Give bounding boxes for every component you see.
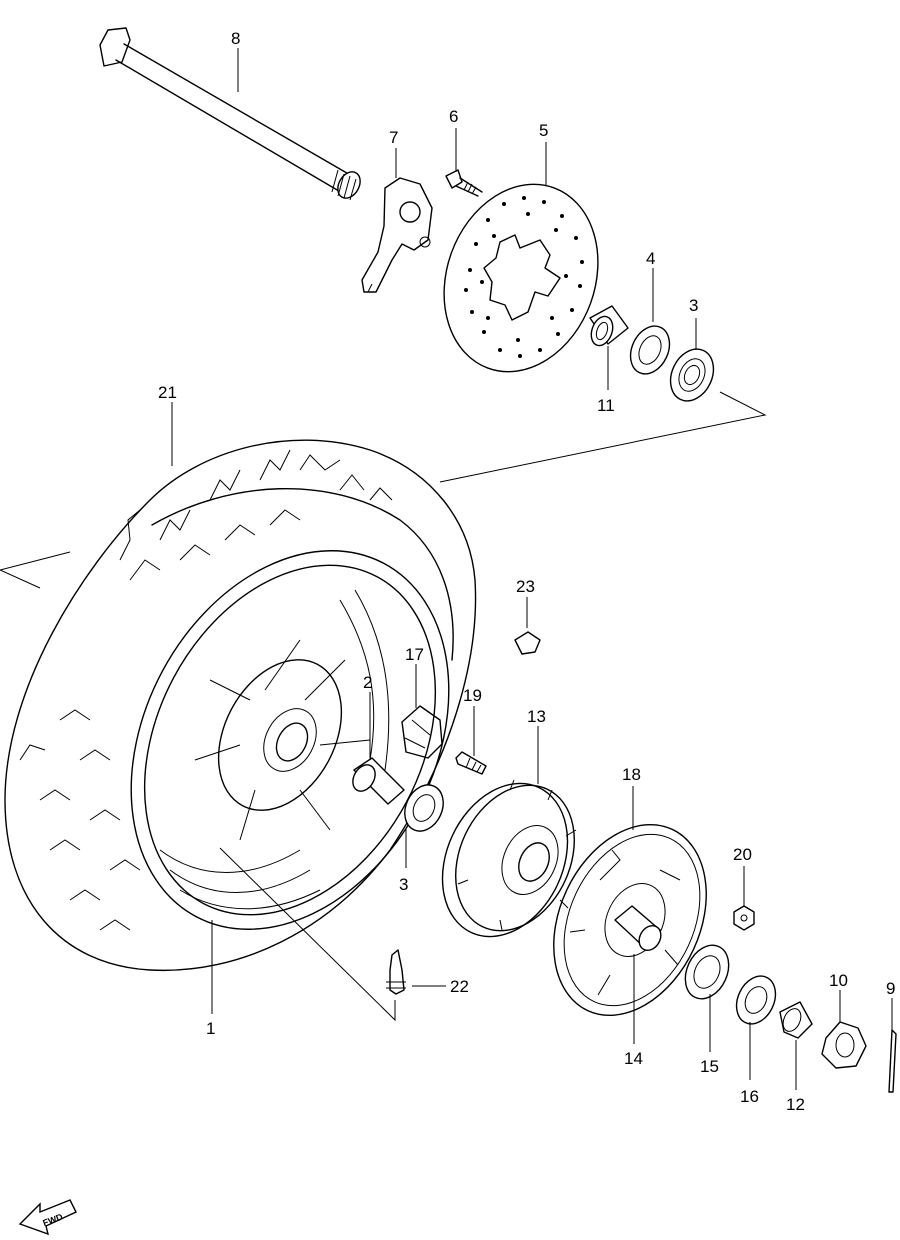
label-14: 14 (624, 1049, 643, 1068)
oil-seal-4 (629, 325, 671, 375)
wheel-rim (130, 550, 450, 930)
fwd-arrow-icon: FWD (18, 1199, 77, 1236)
spacer-2 (352, 757, 405, 805)
label-9: 9 (886, 979, 895, 998)
sprocket-nut (733, 905, 755, 931)
label-19: 19 (463, 686, 482, 705)
label-10: 10 (829, 971, 848, 990)
stud-bolt (455, 751, 487, 775)
label-18: 18 (622, 765, 641, 784)
label-23: 23 (516, 577, 535, 596)
caliper-bracket (361, 177, 433, 293)
rear-sprocket (553, 823, 707, 1017)
label-6: 6 (449, 107, 458, 126)
label-3-lower: 3 (399, 875, 408, 894)
label-7: 7 (389, 128, 398, 147)
label-21: 21 (158, 383, 177, 402)
cotter-pin (888, 1029, 897, 1093)
bearing-3-lower (404, 784, 444, 832)
label-5: 5 (539, 121, 548, 140)
label-15: 15 (700, 1057, 719, 1076)
label-3-upper: 3 (689, 296, 698, 315)
label-4: 4 (646, 249, 655, 268)
label-1: 1 (206, 1019, 215, 1038)
label-12: 12 (786, 1095, 805, 1114)
label-17: 17 (405, 645, 424, 664)
tire (4, 439, 477, 972)
label-13: 13 (527, 707, 546, 726)
reference-lines (0, 391, 767, 1022)
rear-axle (99, 27, 361, 201)
label-8: 8 (231, 29, 240, 48)
sprocket-mounting-drum (441, 779, 577, 938)
cush-drive-damper (401, 705, 443, 759)
axle-nut (821, 1021, 867, 1069)
sprocket-sleeve (614, 905, 662, 952)
label-20: 20 (733, 845, 752, 864)
spacer-12 (779, 1001, 813, 1039)
balance-weight (514, 631, 541, 655)
leader-lines (171, 48, 893, 1090)
spacer-11 (589, 305, 629, 347)
bearing-3-upper (669, 348, 715, 402)
brake-disc-bolt (445, 169, 483, 197)
label-11: 11 (597, 396, 615, 415)
oil-seal-16 (735, 975, 777, 1025)
label-16: 16 (740, 1087, 759, 1106)
label-22: 22 (450, 977, 469, 996)
brake-disc (443, 183, 599, 373)
bearing-15 (684, 944, 730, 1000)
part-labels: 8 7 6 5 4 3 11 21 23 17 2 19 13 18 20 3 … (158, 29, 895, 1114)
tire-valve (386, 949, 406, 995)
disc-holes (464, 196, 584, 358)
label-2: 2 (363, 673, 372, 692)
